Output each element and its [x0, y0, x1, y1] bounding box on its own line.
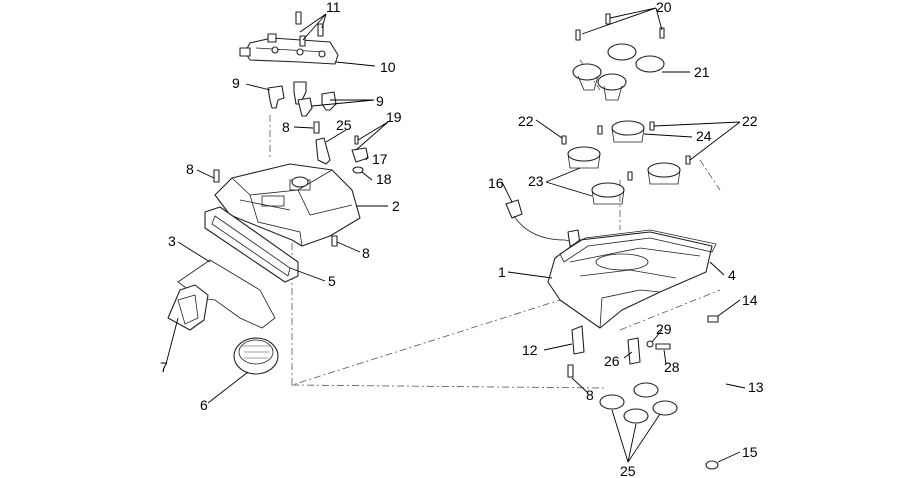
o-rings [599, 382, 678, 424]
callout-9a: 9 [232, 75, 240, 91]
bracket-26 [315, 137, 331, 165]
callout-23: 23 [528, 173, 544, 189]
gasket-4 [559, 229, 717, 263]
sensor-17 [351, 147, 369, 163]
callout-25: 25 [620, 463, 636, 478]
callout-15: 15 [742, 444, 758, 460]
screw-8a [313, 121, 320, 134]
fuel-rail [239, 33, 339, 65]
callout-12: 12 [522, 342, 538, 358]
throttle-sleeves [567, 120, 681, 205]
screws-11 [295, 11, 324, 47]
callout-19: 19 [386, 109, 402, 125]
screw-19 [354, 135, 359, 145]
leader-lines [165, 7, 746, 463]
velocity-stacks [572, 43, 665, 101]
screw-8d [567, 364, 574, 378]
callout-3: 3 [168, 233, 176, 249]
clip-18 [352, 166, 364, 174]
air-filter [204, 206, 299, 283]
injectors [267, 81, 337, 117]
screw-8b [213, 169, 220, 183]
callout-14: 14 [742, 292, 758, 308]
drain-hose [703, 315, 728, 470]
callout-7: 7 [160, 359, 168, 375]
callout-8c: 8 [362, 245, 370, 261]
bracket-12 [571, 325, 585, 355]
callout-17: 17 [372, 151, 388, 167]
callout-28: 28 [664, 359, 680, 375]
bolt-28 [655, 343, 671, 350]
sensor-cable [505, 199, 581, 247]
callout-26: 25 [336, 117, 352, 133]
callout-8a: 8 [282, 119, 290, 135]
callout-8d: 8 [586, 387, 594, 403]
callout-16: 16 [488, 175, 504, 191]
screw-8c [331, 235, 338, 247]
callout-5: 5 [328, 273, 336, 289]
screws-20 [575, 13, 665, 41]
bracket-27 [627, 337, 641, 365]
callout-13: 13 [748, 379, 764, 395]
rubber-boot [233, 337, 279, 375]
callout-22a: 22 [518, 113, 534, 129]
airbox-base [547, 231, 713, 329]
callout-21: 21 [694, 64, 710, 80]
callout-22b: 22 [742, 113, 758, 129]
callout-10: 10 [380, 59, 396, 75]
callout-1: 1 [498, 264, 506, 280]
airbox-cover [214, 163, 361, 247]
callouts: 11 10 9 9 8 25 19 17 18 8 2 8 3 5 7 6 20… [160, 0, 764, 478]
callout-6: 6 [200, 397, 208, 413]
intake-duct [167, 284, 209, 331]
washer-29 [646, 340, 654, 348]
callout-20: 20 [656, 0, 672, 15]
callout-18: 18 [376, 171, 392, 187]
callout-2: 2 [392, 198, 400, 214]
callout-29: 29 [656, 321, 672, 337]
callout-27: 26 [604, 353, 620, 369]
callout-4: 4 [728, 267, 736, 283]
callout-8b: 8 [186, 161, 194, 177]
callout-24: 24 [696, 128, 712, 144]
callout-11: 11 [326, 0, 341, 15]
callout-9b: 9 [376, 93, 384, 109]
